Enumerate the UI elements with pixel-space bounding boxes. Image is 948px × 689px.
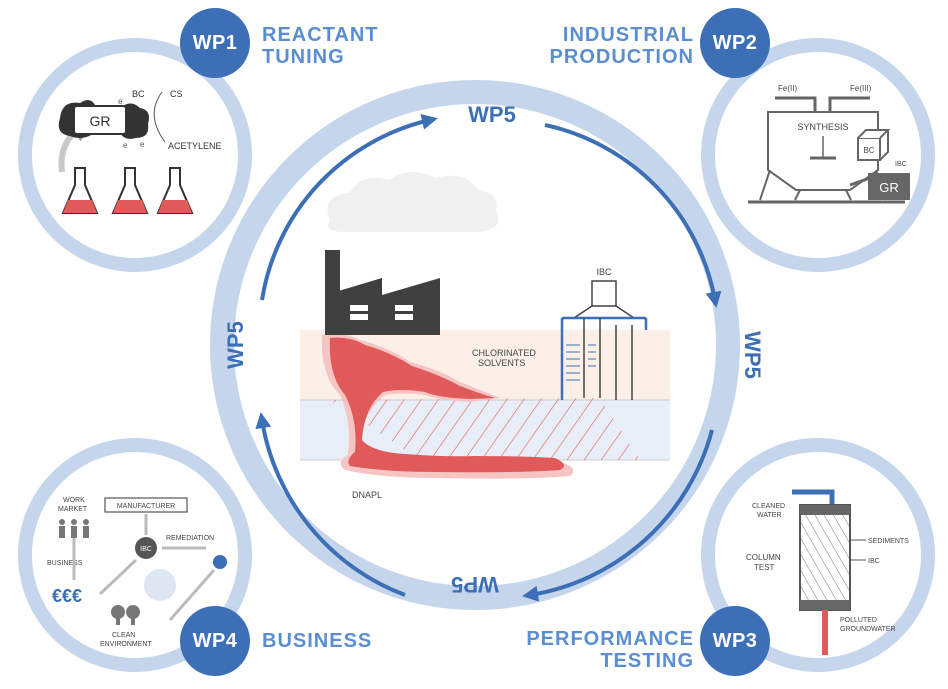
wp4-business-label: BUSINESS — [47, 560, 83, 567]
wp4-title-line1: BUSINESS — [262, 630, 373, 652]
wp3-polluted-label-2: GROUNDWATER — [840, 626, 896, 633]
wp2-badge: WP2 — [700, 8, 770, 78]
wp2-fe3-label: Fe(III) — [850, 84, 872, 93]
wp1-electron-1: e — [118, 97, 123, 106]
wp4-clean-label-1: CLEAN — [112, 632, 135, 639]
cloud-icon — [327, 171, 499, 232]
wp5-arrow-top-right — [544, 123, 722, 308]
flask-3-icon — [156, 167, 194, 214]
dnapl-plume — [329, 337, 564, 473]
wp3-title: PERFORMANCE TESTING — [510, 628, 694, 672]
flask-1-icon — [61, 167, 99, 214]
wp3-sediments-label: SEDIMENTS — [868, 538, 909, 545]
wp1-panel-ring — [18, 38, 252, 272]
wp1-bc-label: BC — [132, 89, 145, 99]
wp2-synthesis-label: SYNTHESIS — [797, 122, 848, 132]
wp3-ibc-label: IBC — [868, 558, 880, 565]
wp4-work-label-2: MARKET — [58, 506, 88, 513]
center-chlorinated-label-2: SOLVENTS — [478, 358, 525, 368]
wp3-illustration: CLEANED WATER COLUMN TEST SEDIMENTS IBC … — [746, 489, 909, 655]
injection-arrows — [566, 344, 596, 381]
wp5-ring — [210, 80, 740, 610]
column-icon — [799, 504, 851, 611]
wp5-arrow-bottom-left — [255, 412, 406, 597]
wp2-title-line2: PRODUCTION — [549, 46, 694, 68]
wp1-gr-label: GR — [90, 113, 111, 129]
wp1-electron-2: e — [123, 141, 128, 150]
wp3-cleaned-label-1: CLEANED — [752, 503, 785, 510]
center-dnapl-label: DNAPL — [352, 490, 382, 500]
globe-icon — [144, 569, 176, 601]
wp5-label-right: WP5 — [740, 331, 765, 379]
wp1-cs-label: CS — [170, 89, 183, 99]
remediation-dot — [213, 555, 227, 569]
wp1-badge: WP1 — [180, 8, 250, 78]
wp5-label-top: WP5 — [468, 102, 516, 127]
factory-windows — [350, 305, 413, 320]
wp3-badge: WP3 — [700, 606, 770, 676]
wp1-title-line2: TUNING — [262, 46, 345, 68]
wp1-electron-3: e — [140, 140, 145, 149]
wp3-column-label-1: COLUMN — [746, 553, 781, 562]
wp4-illustration: WORK MARKET MANUFACTURER IBC REMEDIATION… — [47, 497, 227, 648]
gr-product-box — [868, 173, 910, 200]
factory-icon — [325, 250, 440, 335]
gr-box — [73, 105, 127, 135]
wp4-manufacturer-label: MANUFACTURER — [117, 503, 175, 510]
workers-icon — [59, 519, 89, 538]
wp2-title: INDUSTRIAL PRODUCTION — [548, 24, 694, 68]
wp4-clean-label-2: ENVIRONMENT — [100, 641, 152, 648]
wp3-polluted-label-1: POLLUTED — [840, 617, 877, 624]
wp1-title: REACTANT TUNING — [262, 24, 379, 68]
wp3-title-line1: PERFORMANCE — [526, 628, 694, 650]
wp2-bc-label: BC — [863, 146, 874, 155]
flask-2-icon — [111, 167, 149, 214]
wp2-title-line1: INDUSTRIAL — [562, 24, 694, 46]
wp5-label-left: WP5 — [223, 321, 248, 369]
ibc-circle-icon — [135, 537, 157, 559]
center-illustration: IBC CHLORINATED SOLVENTS DNAPL — [300, 171, 670, 500]
wp5-arrow-top-left — [260, 114, 438, 301]
center-chlorinated-label-1: CHLORINATED — [472, 348, 536, 358]
bracket-line — [153, 91, 166, 143]
wp1-title-line1: REACTANT — [262, 24, 379, 46]
manufacturer-box — [104, 497, 188, 513]
wp4-badge: WP4 — [180, 606, 250, 676]
wp2-gr-label: GR — [879, 180, 899, 195]
plume-hatch — [330, 398, 640, 460]
wp2-ibc-label: IBC — [895, 161, 907, 168]
injection-wells — [583, 318, 633, 400]
wp4-title: BUSINESS — [262, 630, 372, 652]
wp3-title-line2: TESTING — [600, 650, 694, 672]
wp2-fe2-label: Fe(II) — [778, 84, 797, 93]
wp4-panel-ring — [18, 438, 252, 672]
wp5-arrow-bottom-right — [522, 429, 714, 602]
ibc-tank-icon — [591, 280, 617, 307]
wp3-column-label-2: TEST — [754, 563, 775, 572]
wp4-remediation-label: REMEDIATION — [166, 535, 214, 542]
wp3-cleaned-label-2: WATER — [757, 512, 782, 519]
wp4-euro-label: €€€ — [52, 586, 82, 606]
wp2-illustration: Fe(II) Fe(III) SYNTHESIS BC IBC GR — [748, 84, 910, 204]
trees-icon — [111, 605, 140, 625]
wp5-label-bottom: WP5 — [451, 572, 499, 597]
wp1-acetylene-label: ACETYLENE — [168, 141, 222, 151]
wp1-illustration: GR BC CS ACETYLENE e e e — [58, 89, 222, 214]
center-ibc-label: IBC — [596, 267, 612, 277]
wp4-ibc-label: IBC — [140, 546, 152, 553]
wp4-work-label-1: WORK — [63, 497, 85, 504]
